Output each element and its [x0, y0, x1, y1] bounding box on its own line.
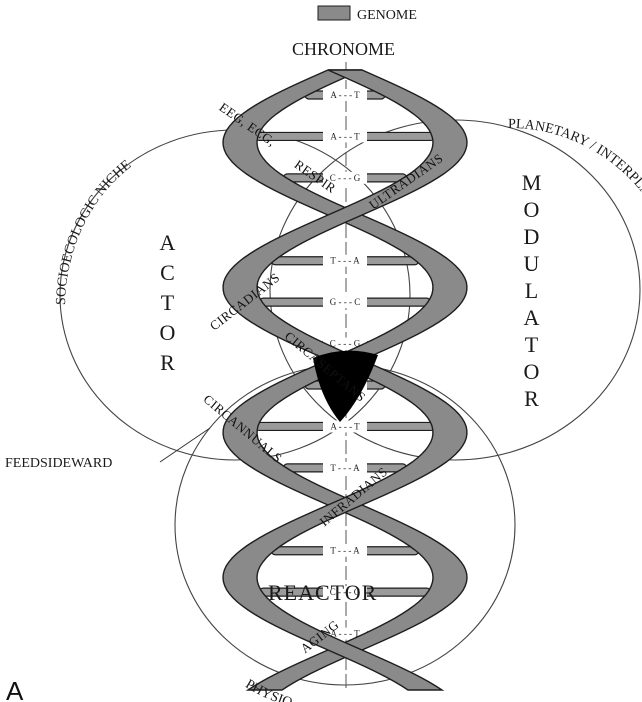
reactor-label: REACTOR — [268, 580, 377, 605]
feedsideward-label: FEEDSIDEWARD — [5, 456, 112, 471]
base-pair-label: T - - - A — [330, 463, 360, 473]
genome-legend-swatch — [318, 6, 350, 20]
legend: GENOME — [318, 6, 417, 23]
panel-label: A — [6, 676, 24, 702]
genome-legend-label: GENOME — [357, 8, 417, 23]
base-pair-label: T - - - A — [330, 256, 360, 266]
chronome-label: CHRONOME — [292, 39, 395, 59]
base-pair-label: A - - - T — [330, 90, 360, 100]
base-pair-label: G - - - C — [330, 297, 361, 307]
base-pair-label: A - - - T — [330, 421, 360, 431]
base-pair-label: A - - - T — [330, 131, 360, 141]
socioecologic-niche-label: SOCIOECOLOGIC NICHE — [54, 158, 134, 306]
base-pair-label: T - - - A — [330, 546, 360, 556]
